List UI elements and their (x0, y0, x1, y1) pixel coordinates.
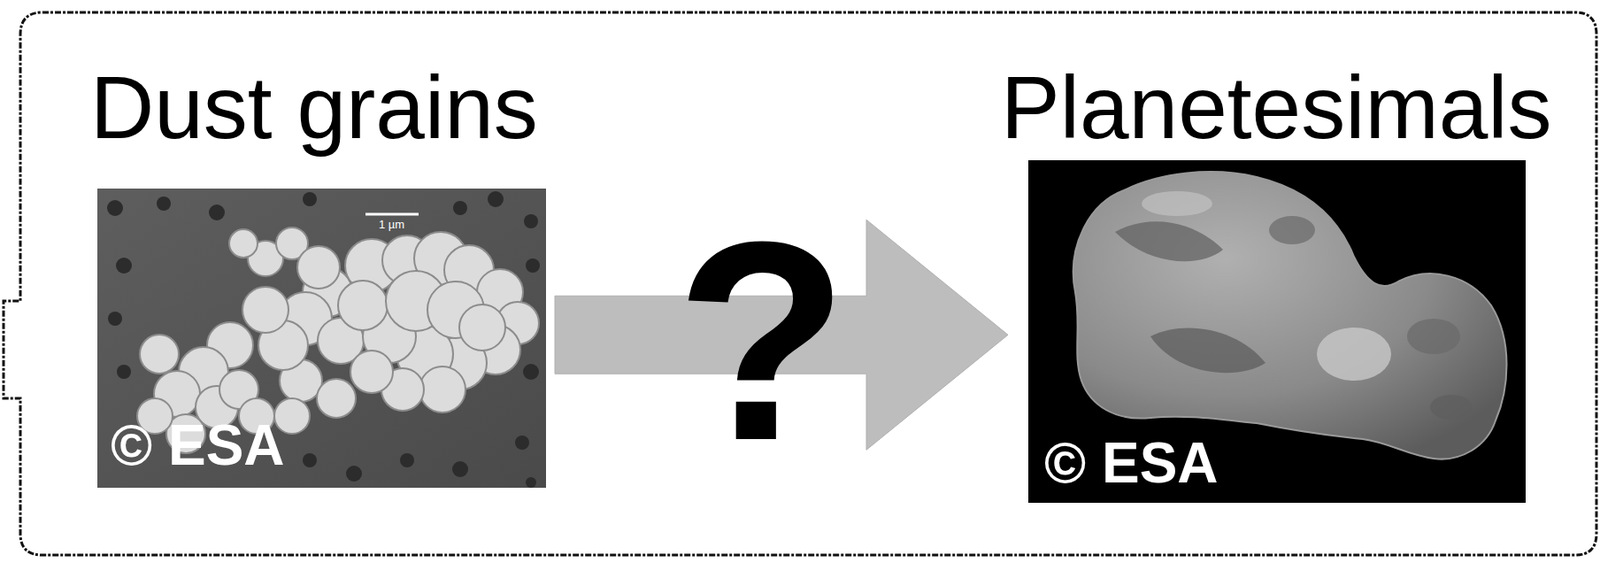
filter-pore (487, 191, 504, 208)
filter-pore (107, 311, 123, 326)
image-panel: Dust grains © ESA (90, 62, 547, 488)
filter-pore (107, 200, 124, 216)
filter-pore (515, 435, 530, 450)
comet-nucleus (1073, 171, 1508, 459)
comet-neck (1316, 327, 1392, 381)
filter-pore (400, 453, 415, 468)
heading-text: Planetesimals (1000, 62, 1553, 152)
heading-text: Dust grains (90, 62, 539, 152)
frame-border (3, 12, 1597, 555)
comet-crater (1269, 215, 1316, 245)
dust-grain (419, 366, 466, 413)
filter-pore (523, 363, 539, 380)
copyright-mark: © ESA (1044, 434, 1219, 492)
dust-grain (139, 334, 179, 374)
filter-pore (346, 465, 362, 482)
dust-grain (242, 286, 289, 333)
photo-ground (1028, 160, 1526, 503)
comet-crater (1430, 394, 1473, 420)
filter-pore (452, 461, 469, 477)
edge-label: ? (675, 199, 848, 483)
dust-grain-photo (97, 188, 547, 488)
dust-grain (459, 304, 506, 351)
filter-pore (156, 196, 171, 211)
comet-highlight (1141, 191, 1213, 216)
filter-pore (116, 364, 131, 379)
comet-photo (1028, 160, 1526, 503)
filter-pore (302, 453, 317, 468)
filter-pore (525, 476, 537, 488)
comet-shadow (1115, 221, 1224, 262)
filter-pore (115, 257, 132, 274)
scale-label: 1 µm (378, 217, 405, 231)
filter-pore (523, 214, 539, 229)
scale-bar (365, 213, 419, 216)
dust-grain (229, 229, 258, 258)
dust-grain (297, 246, 340, 289)
filter-pore (453, 200, 468, 216)
comet-crater (1407, 318, 1461, 354)
dust-grain (316, 378, 356, 418)
comet-shadow (1150, 327, 1266, 373)
photo-ground (97, 188, 547, 488)
dust-grain (338, 280, 388, 331)
filter-pore (208, 204, 225, 221)
copyright-mark: © ESA (110, 416, 285, 474)
filter-pore (525, 258, 540, 273)
filter-pore (302, 192, 317, 207)
image-panel: Planetesimals © ESA (1000, 62, 1553, 503)
dust-grain (350, 350, 393, 393)
